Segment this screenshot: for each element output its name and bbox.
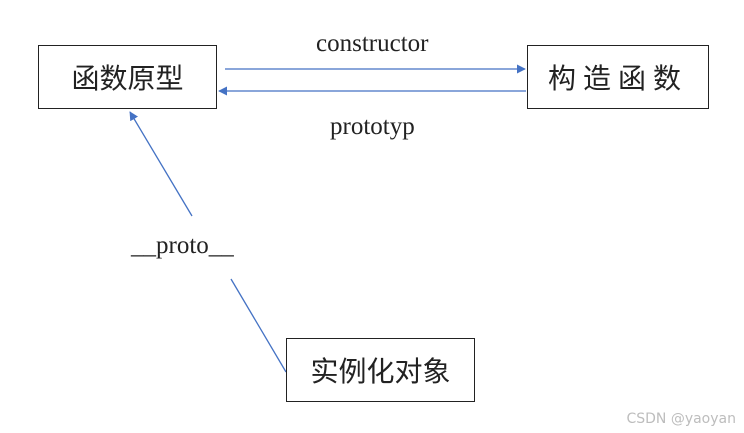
constructor-function-box: 构造函数 (527, 45, 709, 109)
instance-object-box: 实例化对象 (286, 338, 475, 402)
proto-arrow-upper (129, 111, 193, 217)
function-prototype-label: 函数原型 (71, 62, 184, 95)
proto-arrow-lower (230, 278, 287, 373)
constructor-function-label: 构造函数 (547, 62, 688, 95)
watermark: CSDN @yaoyan (626, 411, 736, 427)
prototype-edge-label: prototyp (330, 113, 415, 141)
proto-edge-label: __proto__ (129, 232, 236, 260)
constructor-edge-label: constructor (316, 30, 429, 58)
function-prototype-box: 函数原型 (38, 45, 217, 109)
instance-object-label: 实例化对象 (310, 355, 451, 388)
